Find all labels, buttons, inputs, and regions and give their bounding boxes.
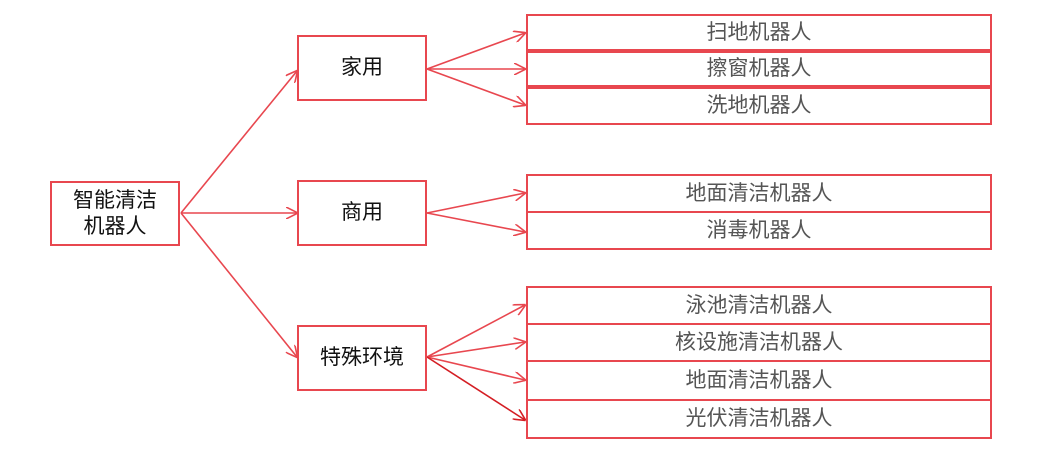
root-node: 智能清洁机器人 [50, 181, 180, 246]
category-node-home: 家用 [297, 35, 427, 101]
arrow-special-leaf [426, 356, 525, 420]
arrow-special-leaf [426, 356, 525, 380]
arrow-root-to-special [180, 212, 297, 357]
leaf-node: 地面清洁机器人 [526, 360, 992, 401]
leaf-label: 洗地机器人 [706, 93, 812, 118]
leaf-label: 消毒机器人 [706, 217, 812, 242]
category-label: 特殊环境 [320, 345, 404, 370]
leaf-label: 地面清洁机器人 [685, 180, 833, 205]
leaf-node: 扫地机器人 [526, 14, 992, 51]
leaf-node: 洗地机器人 [526, 87, 992, 125]
leaf-node: 地面清洁机器人 [526, 174, 992, 213]
leaf-node: 擦窗机器人 [526, 51, 992, 87]
leaf-label: 擦窗机器人 [706, 56, 812, 81]
arrow-root-to-home [180, 71, 297, 214]
category-label: 家用 [341, 55, 383, 80]
arrow-commercial-leaf [426, 212, 525, 232]
arrow-home-leaf [426, 33, 525, 70]
leaf-node: 光伏清洁机器人 [526, 399, 992, 439]
category-label: 商用 [341, 200, 383, 225]
arrow-special-leaf [426, 305, 525, 358]
category-node-special: 特殊环境 [297, 325, 427, 391]
leaf-label: 泳池清洁机器人 [685, 292, 833, 317]
leaf-node: 核设施清洁机器人 [526, 323, 992, 362]
leaf-label: 光伏清洁机器人 [685, 406, 833, 431]
root-label: 智能清洁机器人 [73, 188, 157, 238]
leaf-label: 核设施清洁机器人 [675, 329, 843, 354]
arrow-home-leaf [426, 68, 525, 105]
arrow-commercial-leaf [426, 193, 525, 214]
leaf-label: 地面清洁机器人 [685, 367, 833, 392]
leaf-node: 消毒机器人 [526, 211, 992, 250]
category-node-commercial: 商用 [297, 180, 427, 246]
leaf-node: 泳池清洁机器人 [526, 286, 992, 325]
arrow-special-leaf [426, 342, 525, 358]
leaf-label: 扫地机器人 [706, 19, 812, 44]
